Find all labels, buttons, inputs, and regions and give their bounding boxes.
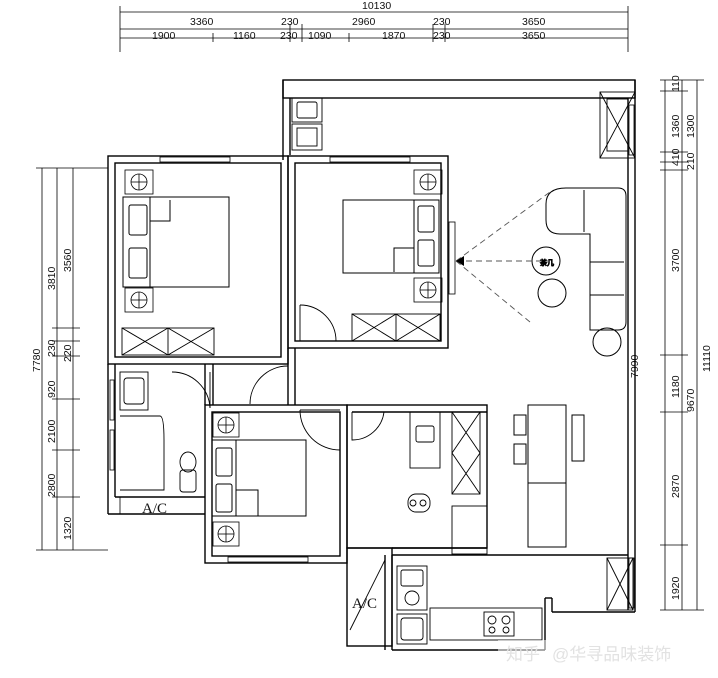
dim-top-row1-4: 230: [433, 16, 451, 28]
dim-left-6: 1320: [62, 516, 74, 540]
side-table: [592, 327, 622, 357]
right-dimension-chain: [660, 79, 704, 611]
cabinet-bottom-living: [606, 557, 634, 611]
dim-top-row2-3: 230: [280, 30, 298, 42]
dim-left-2: 230: [46, 339, 58, 357]
watermark-backdrop: [498, 640, 704, 668]
dim-left-1: 3810: [46, 266, 58, 290]
dim-top-row1-3: 2960: [352, 16, 376, 28]
dim-right-8: 2870: [670, 474, 682, 498]
dim-right-9: 1920: [670, 576, 682, 600]
dim-top-row1-2: 230: [281, 16, 299, 28]
left-dimension-chain: [36, 167, 108, 551]
dim-top-row2-7: 3650: [522, 30, 546, 42]
ac-label-left: A/C: [142, 501, 167, 517]
dim-right-5: 210: [685, 152, 697, 170]
dim-right-4: 410: [670, 148, 682, 166]
dim-top-row1-1: 3360: [190, 16, 214, 28]
laundry-fixtures: [396, 565, 428, 645]
stove-counter: [429, 607, 543, 641]
dim-left-5: 2800: [46, 473, 58, 497]
watermark-site: 知乎: [506, 645, 540, 664]
dim-left-8: 220: [62, 344, 74, 362]
watermark-account: @华寻品味装饰: [552, 645, 671, 664]
nightstand-lamp-icon: [413, 169, 443, 303]
wardrobe-middle: [351, 313, 441, 342]
dim-overall-width: 10130: [362, 0, 391, 12]
dim-top-row2-5: 1870: [382, 30, 406, 42]
dim-top-row2-1: 1900: [152, 30, 176, 42]
ac-label-bottom: A/C: [352, 596, 377, 612]
svg-text:茶几: 茶几: [540, 258, 554, 267]
cabinet-top-living: [599, 91, 636, 159]
nightstand-lamp-icon: [212, 412, 240, 547]
appliance-closet: [291, 97, 323, 151]
kitchen: [351, 411, 488, 555]
dim-left-4: 2100: [46, 419, 58, 443]
dim-right-3: 1300: [685, 114, 697, 138]
sofa: [545, 187, 627, 331]
dim-right-7: 1180: [670, 375, 682, 398]
bathroom: [119, 371, 211, 493]
dim-left-3: 920: [46, 380, 58, 398]
dim-top-row2-2: 1160: [233, 30, 256, 42]
dim-left-7: 3560: [62, 248, 74, 272]
tv-marker-icon: [456, 256, 464, 266]
door-swing-balcony: [349, 559, 386, 631]
nightstand-lamp-icon: [124, 169, 154, 313]
door-swing-middle: [299, 304, 337, 342]
tv-sightlines: [455, 191, 551, 323]
dim-top-row1-5: 3650: [522, 16, 546, 28]
dim-right-outer-1: 9670: [685, 388, 697, 412]
bed-middle: [342, 199, 440, 274]
bed-top-left: [122, 196, 230, 288]
dim-right-1: 110: [670, 75, 682, 92]
dining-table: [513, 404, 585, 548]
dim-right-2: 1360: [670, 114, 682, 138]
dim-top-row2-6: 230: [433, 30, 451, 42]
dim-right-6: 3700: [670, 248, 682, 272]
dim-overall-height-right: 11110: [701, 345, 713, 372]
walls: [107, 79, 636, 651]
top-dimension-chain: [119, 6, 629, 52]
coffee-table: 茶几: [531, 246, 567, 308]
bed-lower: [211, 439, 307, 517]
ac-unit-left: [119, 496, 206, 515]
dim-top-row2-4: 1090: [308, 30, 332, 42]
tv-wall-panel: [448, 221, 456, 295]
door-swing-corridor: [249, 365, 341, 451]
dim-overall-height-left: 7780: [31, 348, 43, 372]
wardrobe-top-left: [121, 327, 215, 356]
